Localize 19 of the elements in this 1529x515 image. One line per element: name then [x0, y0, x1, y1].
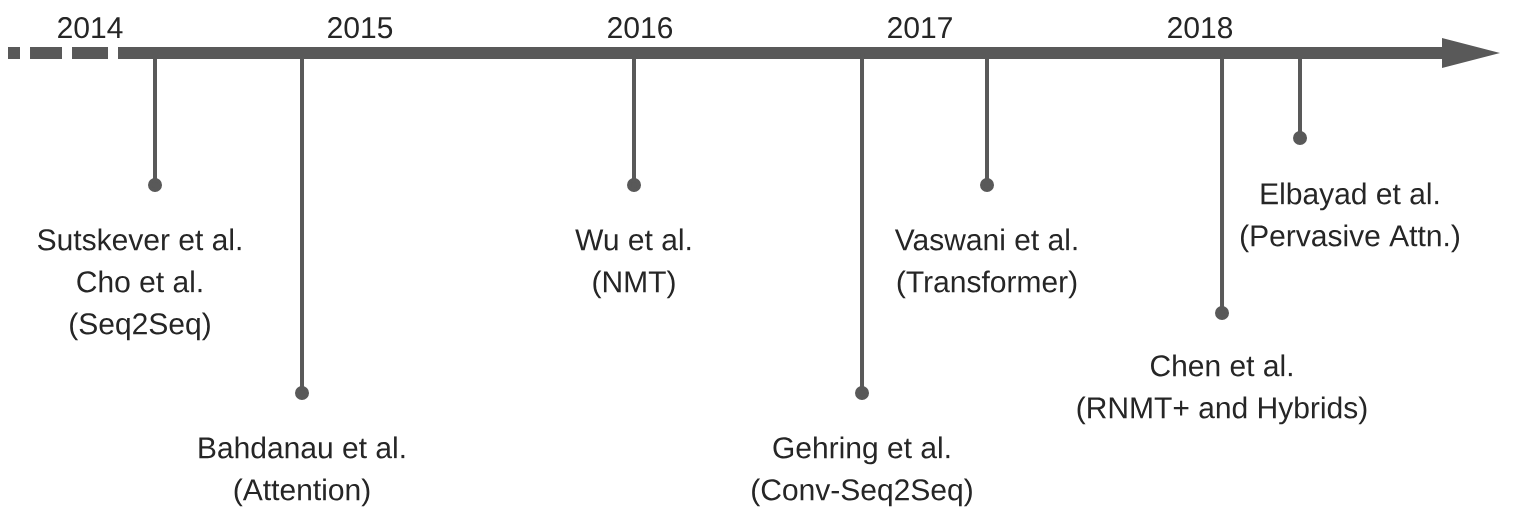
leader-line [148, 178, 162, 192]
leader-line [980, 178, 994, 192]
year-label: 2017 [888, 17, 952, 39]
event-label: Bahdanau et al. (Attention) [199, 436, 405, 507]
event-label: Gehring et al. (Conv-Seq2Seq) [752, 436, 972, 507]
event-label: Vaswani et al. (Transformer) [894, 228, 1077, 299]
leader-line [1215, 306, 1229, 320]
event-label: Sutskever et al. Cho et al. (Seq2Seq) [38, 228, 241, 341]
leader-line [295, 386, 309, 400]
leader-line [627, 178, 641, 192]
leader-line [855, 386, 869, 400]
event-label: Chen et al. (RNMT+ and Hybrids) [1077, 354, 1367, 425]
leader-line [1293, 131, 1307, 145]
year-label: 2014 [58, 17, 123, 39]
year-label: 2016 [608, 17, 673, 39]
event-label: Elbayad et al. (Pervasive Attn.) [1241, 182, 1459, 253]
event-label: Wu et al. (NMT) [575, 228, 691, 299]
year-label: 2015 [328, 17, 393, 39]
year-label: 2018 [1168, 17, 1233, 39]
